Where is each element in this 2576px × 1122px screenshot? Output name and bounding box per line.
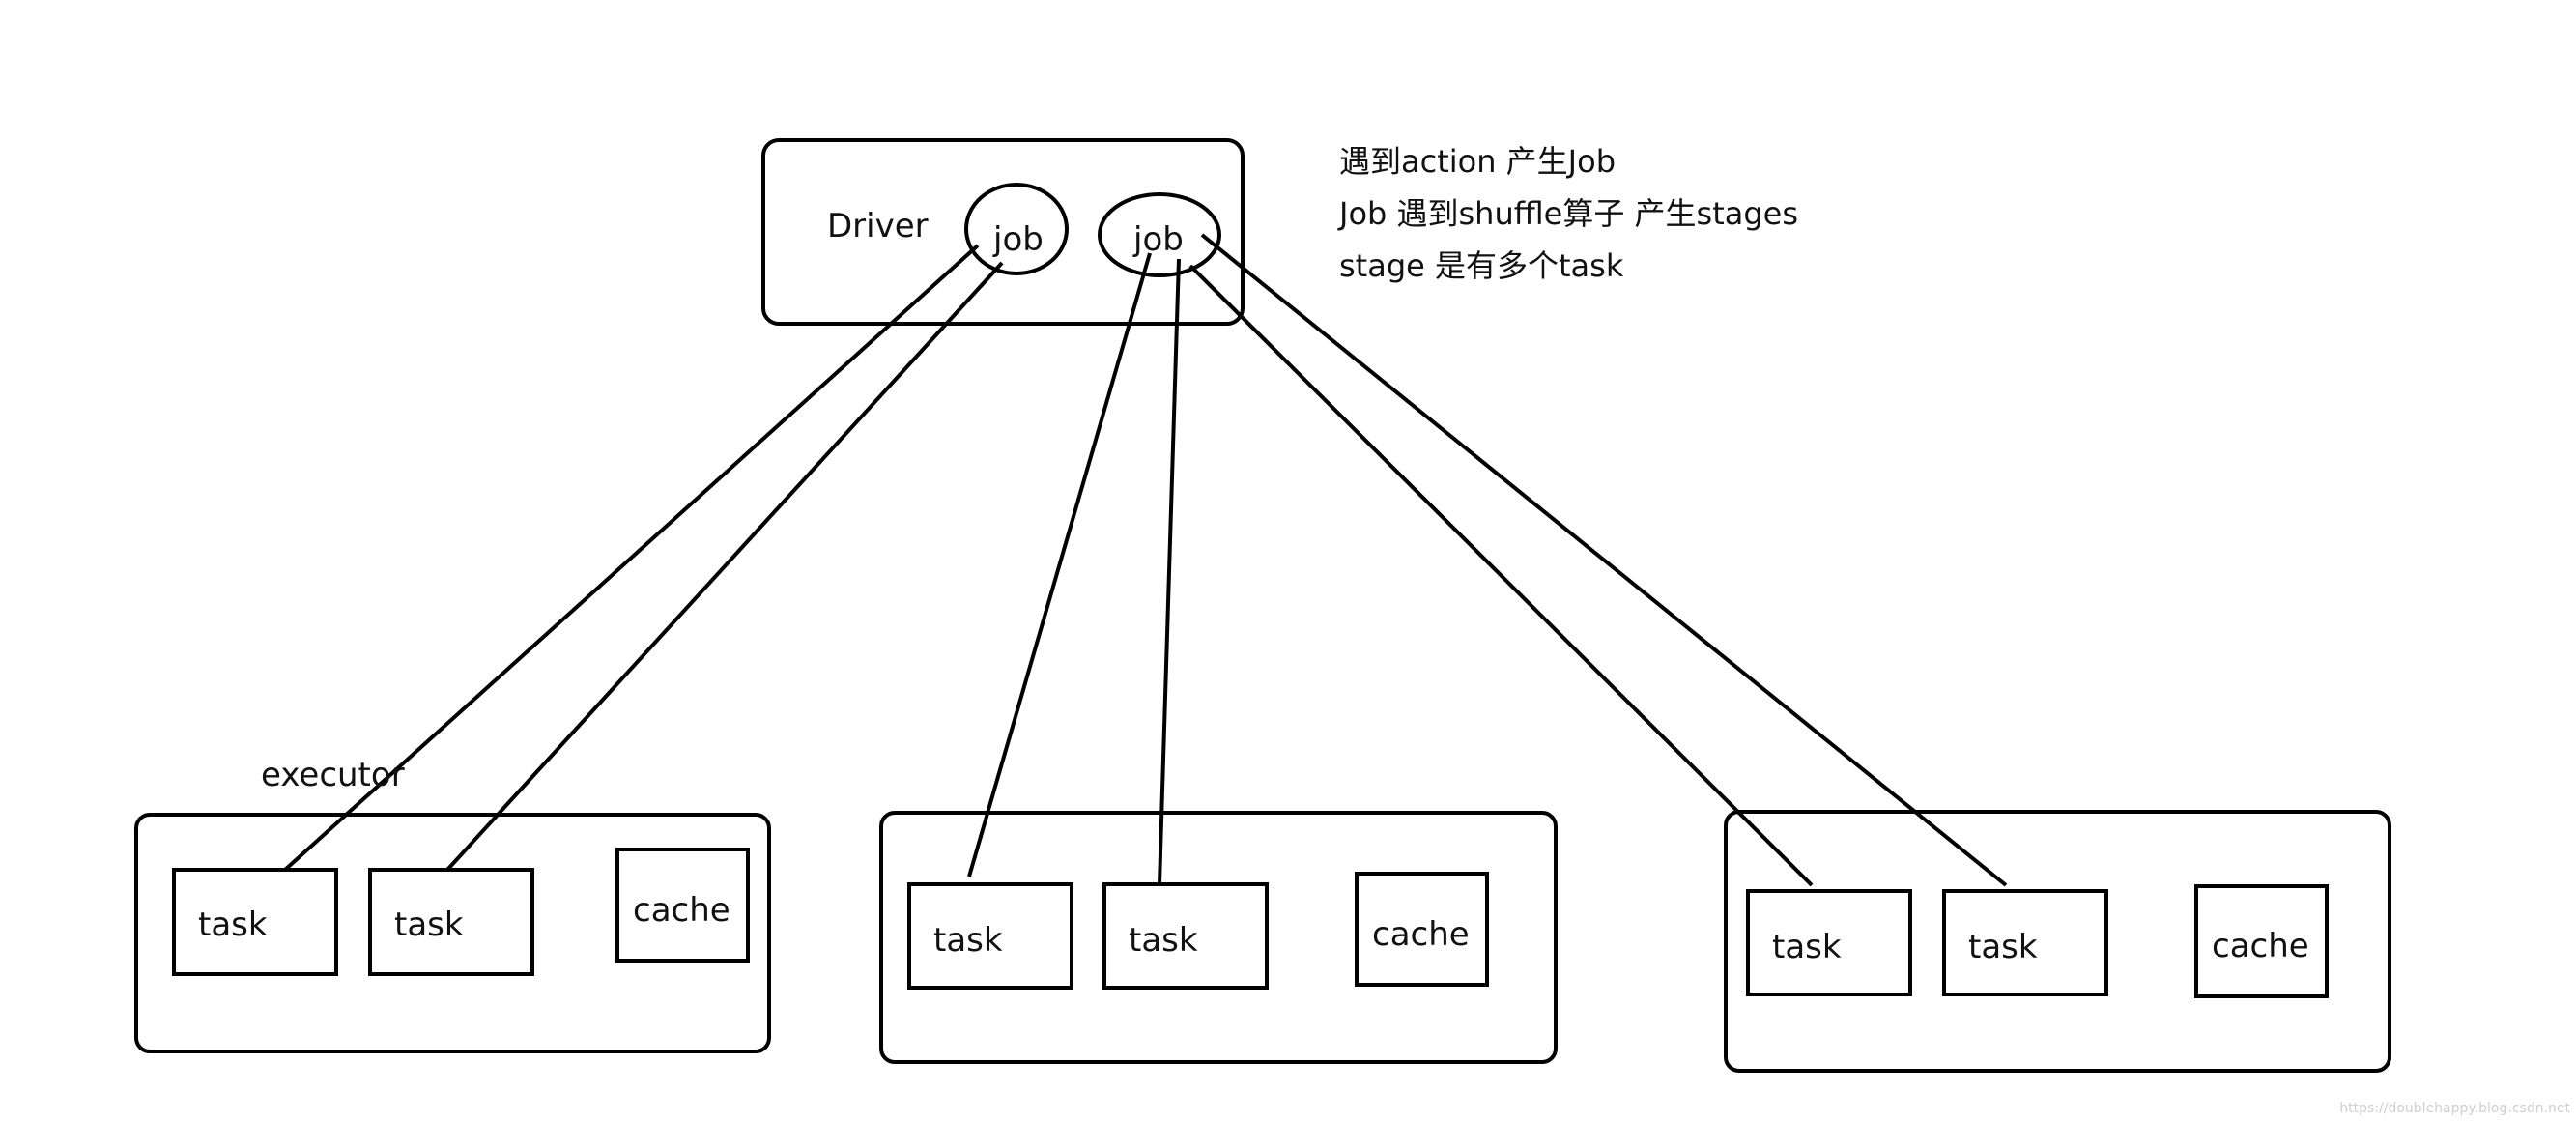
executor-box-2 xyxy=(879,811,1558,1064)
cache-box-1 xyxy=(615,848,750,963)
task-label-2-2: task xyxy=(1129,921,1198,960)
task-label-3-1: task xyxy=(1772,928,1842,966)
driver-label: Driver xyxy=(827,207,929,245)
notes-block: 遇到action 产生Job Job 遇到shuffle算子 产生stages … xyxy=(1339,135,1798,292)
note-line-3: stage 是有多个task xyxy=(1339,247,1624,284)
edge-job1-task1 xyxy=(283,244,980,872)
task-label-1-2: task xyxy=(394,906,464,944)
driver-box xyxy=(761,138,1245,326)
edge-job2-task3 xyxy=(967,252,1152,877)
cache-label-3: cache xyxy=(2212,927,2309,965)
note-line-1: 遇到action 产生Job xyxy=(1339,143,1617,180)
cache-label-2: cache xyxy=(1372,915,1470,954)
task-label-2-1: task xyxy=(933,921,1003,960)
note-line-2: Job 遇到shuffle算子 产生stages xyxy=(1339,195,1799,232)
cache-label-1: cache xyxy=(633,891,730,930)
task-box-1-2 xyxy=(368,868,534,976)
edge-job2-task6 xyxy=(1200,233,2008,887)
job-oval-2 xyxy=(1098,192,1221,277)
job-oval-1 xyxy=(964,183,1069,275)
job-label-1: job xyxy=(993,220,1044,259)
executor-label: executor xyxy=(261,756,405,794)
task-box-3-2 xyxy=(1942,889,2108,996)
cache-box-2 xyxy=(1355,872,1489,987)
executor-box-3 xyxy=(1724,810,2391,1073)
executor-box-1 xyxy=(134,813,771,1053)
edge-job2-task5 xyxy=(1188,264,1814,887)
job-label-2: job xyxy=(1133,220,1184,259)
cache-box-3 xyxy=(2194,884,2329,998)
edge-job1-task2 xyxy=(445,261,1004,872)
task-label-3-2: task xyxy=(1968,928,2038,966)
task-box-2-1 xyxy=(907,882,1073,990)
task-box-1-1 xyxy=(172,868,338,976)
task-label-1-1: task xyxy=(198,906,268,944)
edge-job2-task4 xyxy=(1158,258,1181,885)
task-box-3-1 xyxy=(1746,889,1912,996)
task-box-2-2 xyxy=(1102,882,1269,990)
watermark: https://doublehappy.blog.csdn.net xyxy=(2339,1101,2570,1116)
